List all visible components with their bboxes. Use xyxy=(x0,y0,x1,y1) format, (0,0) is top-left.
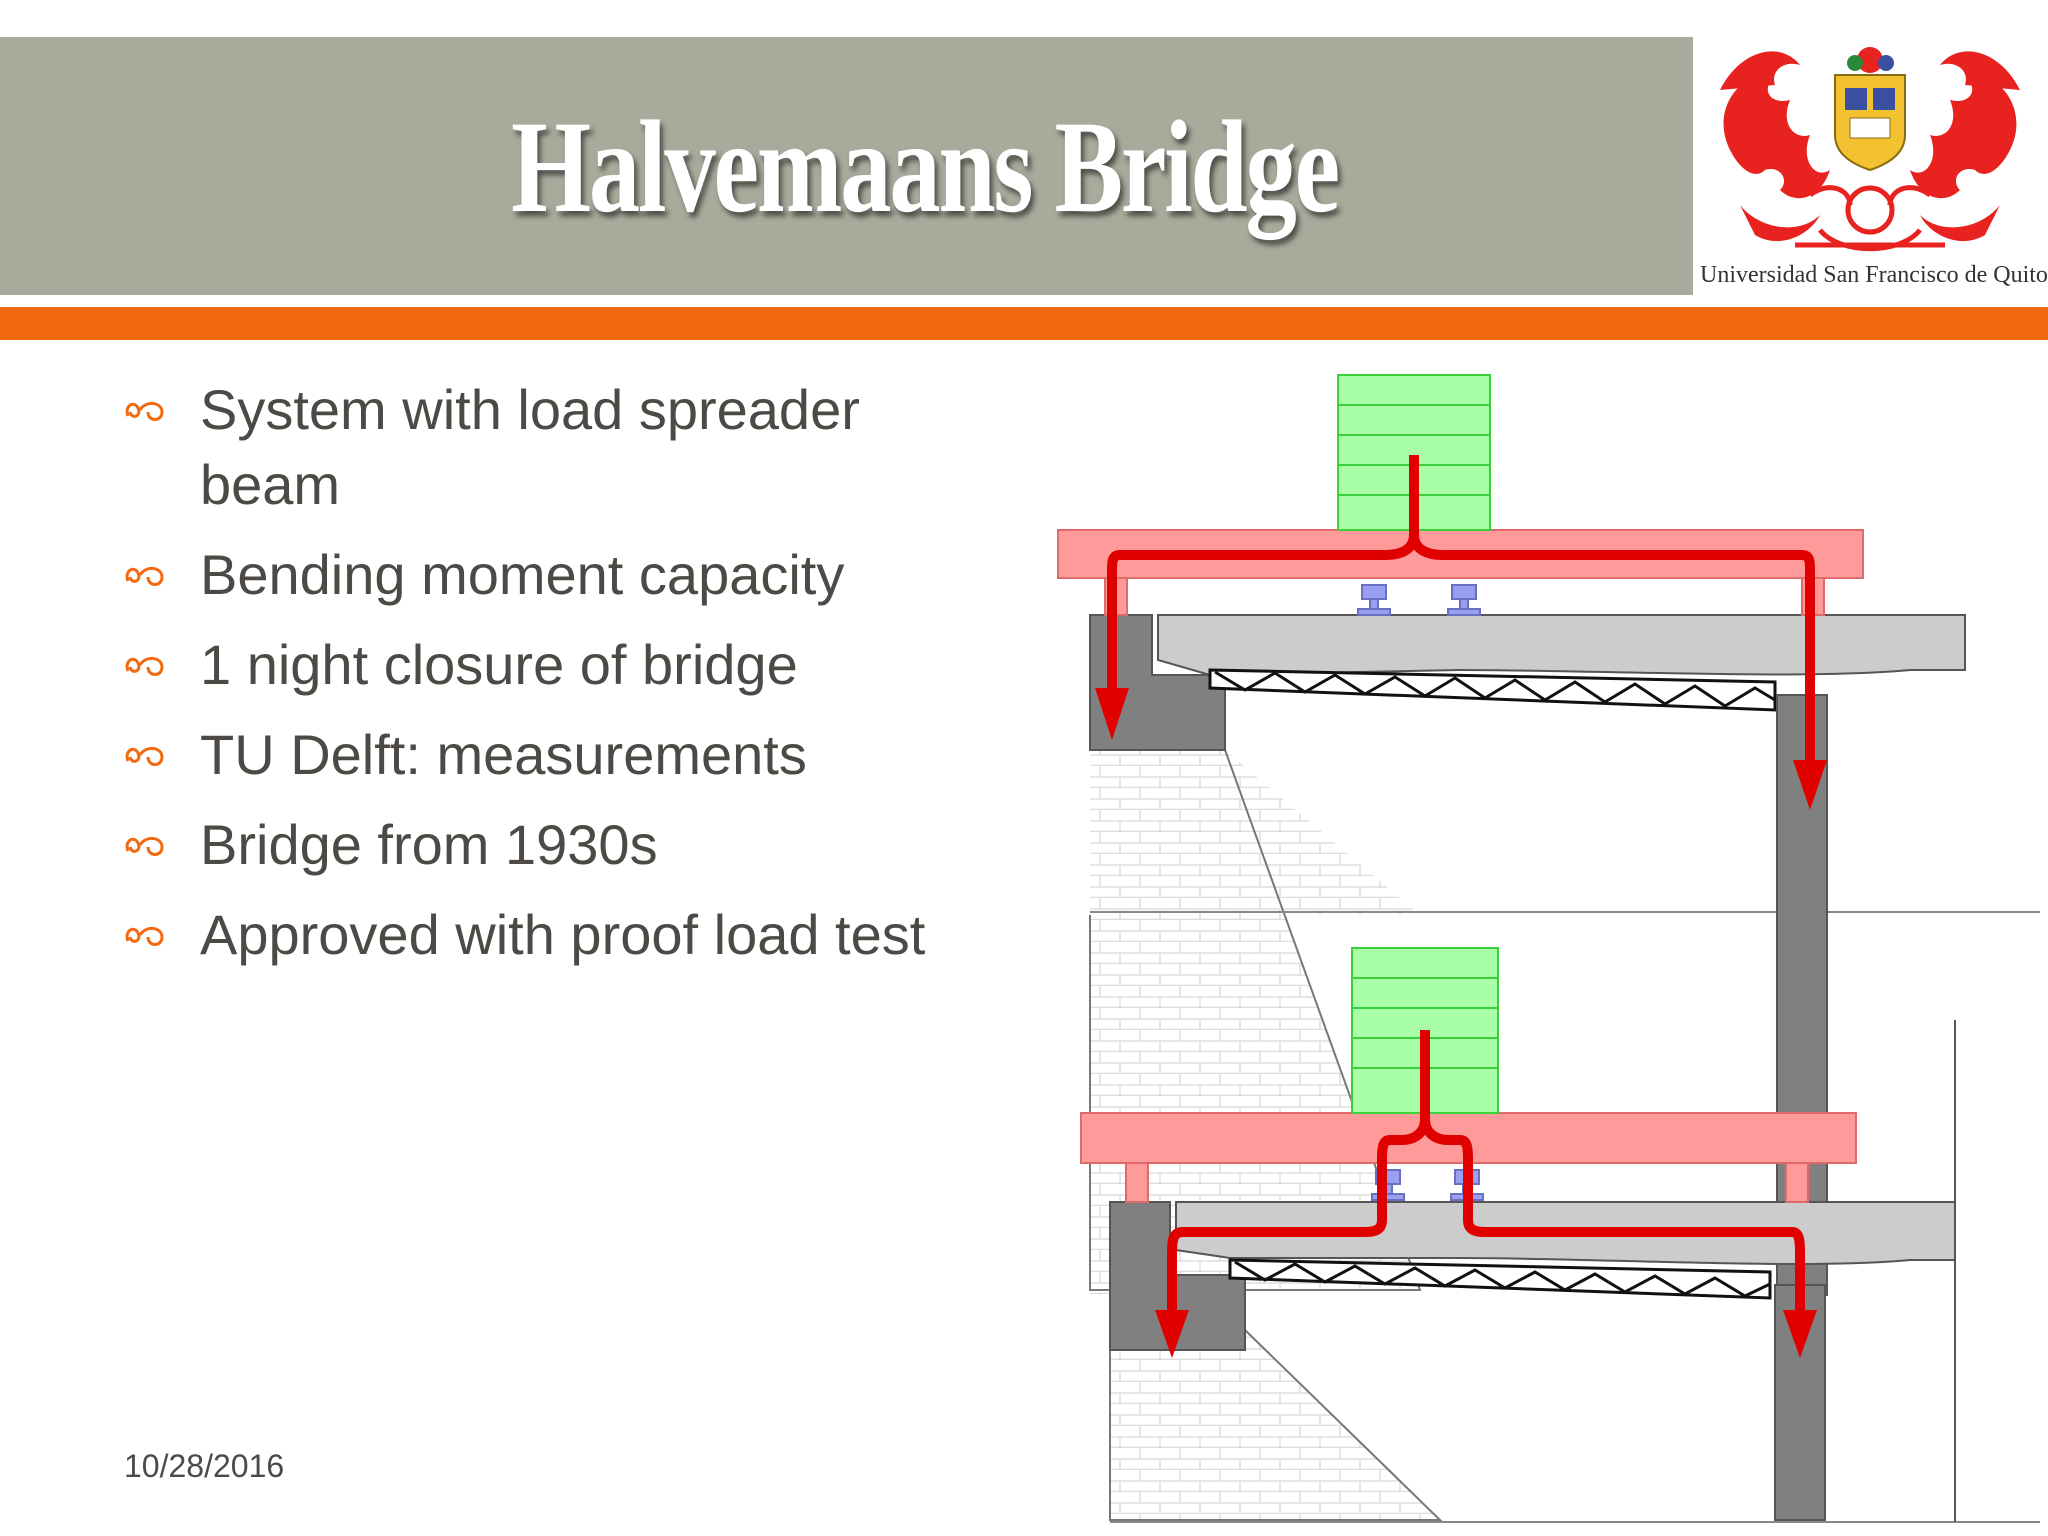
crest-shield-icon xyxy=(1834,47,1906,172)
bullet-item: 1 night closure of bridge xyxy=(122,627,1002,702)
bullet-item: System with load spreader beam xyxy=(122,372,1002,522)
left-dragon-icon xyxy=(1720,51,1830,242)
arrow-heads xyxy=(1155,1310,1817,1358)
university-logo xyxy=(1720,47,2020,252)
crest-ornament-icon xyxy=(1795,185,1945,252)
truss-girder xyxy=(1228,1258,1772,1300)
bullet-text: 1 night closure of bridge xyxy=(200,633,798,696)
curl-ornament-icon xyxy=(125,837,164,856)
slide-title: Halvemaans Bridge xyxy=(511,92,1340,240)
arrow-heads xyxy=(1095,688,1827,810)
orange-divider xyxy=(0,307,2048,340)
bullet-list: System with load spreader beam Bending m… xyxy=(122,372,1002,987)
bullet-text: Bending moment capacity xyxy=(200,543,845,606)
curl-ornament-icon xyxy=(125,402,164,421)
right-dragon-icon xyxy=(1910,51,2020,242)
curl-ornament-icon xyxy=(125,657,164,676)
bullet-text: Bridge from 1930s xyxy=(200,813,658,876)
bullet-item: Bridge from 1930s xyxy=(122,807,1002,882)
curl-ornament-icon xyxy=(125,747,164,766)
load-path-arrows xyxy=(1167,1030,1805,1320)
bullet-text: TU Delft: measurements xyxy=(200,723,807,786)
bullet-text: Approved with proof load test xyxy=(200,903,926,966)
diagram-top xyxy=(1057,374,2040,1296)
curl-ornament-icon xyxy=(125,567,164,586)
load-path-arrows xyxy=(1107,455,1815,770)
bullet-item: Bending moment capacity xyxy=(122,537,1002,612)
bridge-deck xyxy=(1157,614,1966,677)
slide-date: 10/28/2016 xyxy=(124,1448,285,1484)
spreader-beam xyxy=(1080,1112,1857,1203)
masonry-fill xyxy=(1109,1329,1443,1521)
title-bar: Halvemaans Bridge xyxy=(0,37,1693,295)
bullet-text: System with load spreader beam xyxy=(200,378,860,516)
curl-ornament-icon xyxy=(125,927,164,946)
bridge-diagram xyxy=(1057,374,2040,1523)
logo-caption: Universidad San Francisco de Quito xyxy=(1700,262,2048,288)
diagram-bottom xyxy=(1080,947,2040,1523)
bullet-item: Approved with proof load test xyxy=(122,897,1002,972)
truss-girder xyxy=(1208,668,1777,712)
bullet-item: TU Delft: measurements xyxy=(122,717,1002,792)
hydraulic-jacks xyxy=(1357,584,1481,616)
